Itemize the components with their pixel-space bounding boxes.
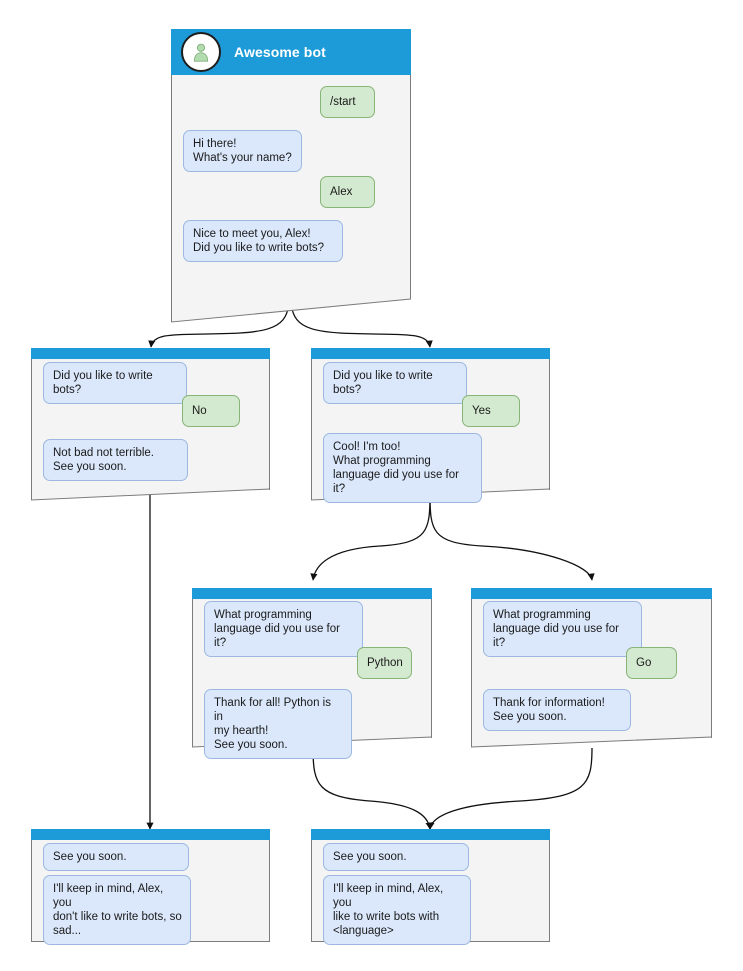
chat-bubble-bot: Hi there! What's your name? (183, 130, 302, 172)
node-end-sad-header (31, 829, 270, 840)
node-root-title: Awesome bot (234, 44, 326, 60)
chat-bubble-bot: Nice to meet you, Alex! Did you like to … (183, 220, 343, 262)
chat-bubble-bot: What programming language did you use fo… (483, 601, 642, 657)
chat-bubble-user: /start (320, 86, 375, 118)
node-go-branch-bottom-edge (471, 736, 712, 748)
chat-bubble-bot: Did you like to write bots? (323, 362, 467, 404)
node-go-branch[interactable]: What programming language did you use fo… (471, 588, 712, 748)
chat-bubble-user: Python (357, 647, 412, 679)
chat-bubble-bot: See you soon. (43, 843, 189, 871)
node-end-sad[interactable]: See you soon. I'll keep in mind, Alex, y… (31, 829, 270, 945)
chat-bubble-user: Go (626, 647, 677, 679)
node-yes-branch-header (311, 348, 550, 359)
node-go-branch-header (471, 588, 712, 599)
node-end-happy[interactable]: See you soon. I'll keep in mind, Alex, y… (311, 829, 550, 945)
chat-bubble-bot: Cool! I'm too! What programming language… (323, 433, 482, 503)
chat-bubble-user: Alex (320, 176, 375, 208)
node-no-branch-header (31, 348, 270, 359)
chat-bubble-bot: Did you like to write bots? (43, 362, 187, 404)
node-python-branch[interactable]: What programming language did you use fo… (192, 588, 432, 759)
chat-bubble-bot: See you soon. (323, 843, 469, 871)
node-no-branch-bottom-edge (31, 488, 270, 501)
chat-bubble-bot: I'll keep in mind, Alex, you like to wri… (323, 875, 471, 945)
chat-bubble-bot: Thank for information! See you soon. (483, 689, 631, 731)
node-root[interactable]: Awesome bot /start Hi there! What's your… (171, 29, 411, 323)
chat-bubble-bot: Thank for all! Python is in my hearth! S… (204, 689, 352, 759)
node-root-header: Awesome bot (171, 29, 411, 75)
person-avatar-icon (181, 32, 221, 72)
chat-bubble-bot: What programming language did you use fo… (204, 601, 363, 657)
node-yes-branch[interactable]: Did you like to write bots? Yes Cool! I'… (311, 348, 550, 503)
chat-bubble-bot: Not bad not terrible. See you soon. (43, 439, 188, 481)
node-root-bottom-edge (171, 264, 411, 323)
node-no-branch[interactable]: Did you like to write bots? No Not bad n… (31, 348, 270, 501)
chat-bubble-user: No (182, 395, 240, 427)
chat-bubble-user: Yes (462, 395, 520, 427)
node-python-branch-header (192, 588, 432, 599)
chat-bubble-bot: I'll keep in mind, Alex, you don't like … (43, 875, 191, 945)
node-end-happy-header (311, 829, 550, 840)
